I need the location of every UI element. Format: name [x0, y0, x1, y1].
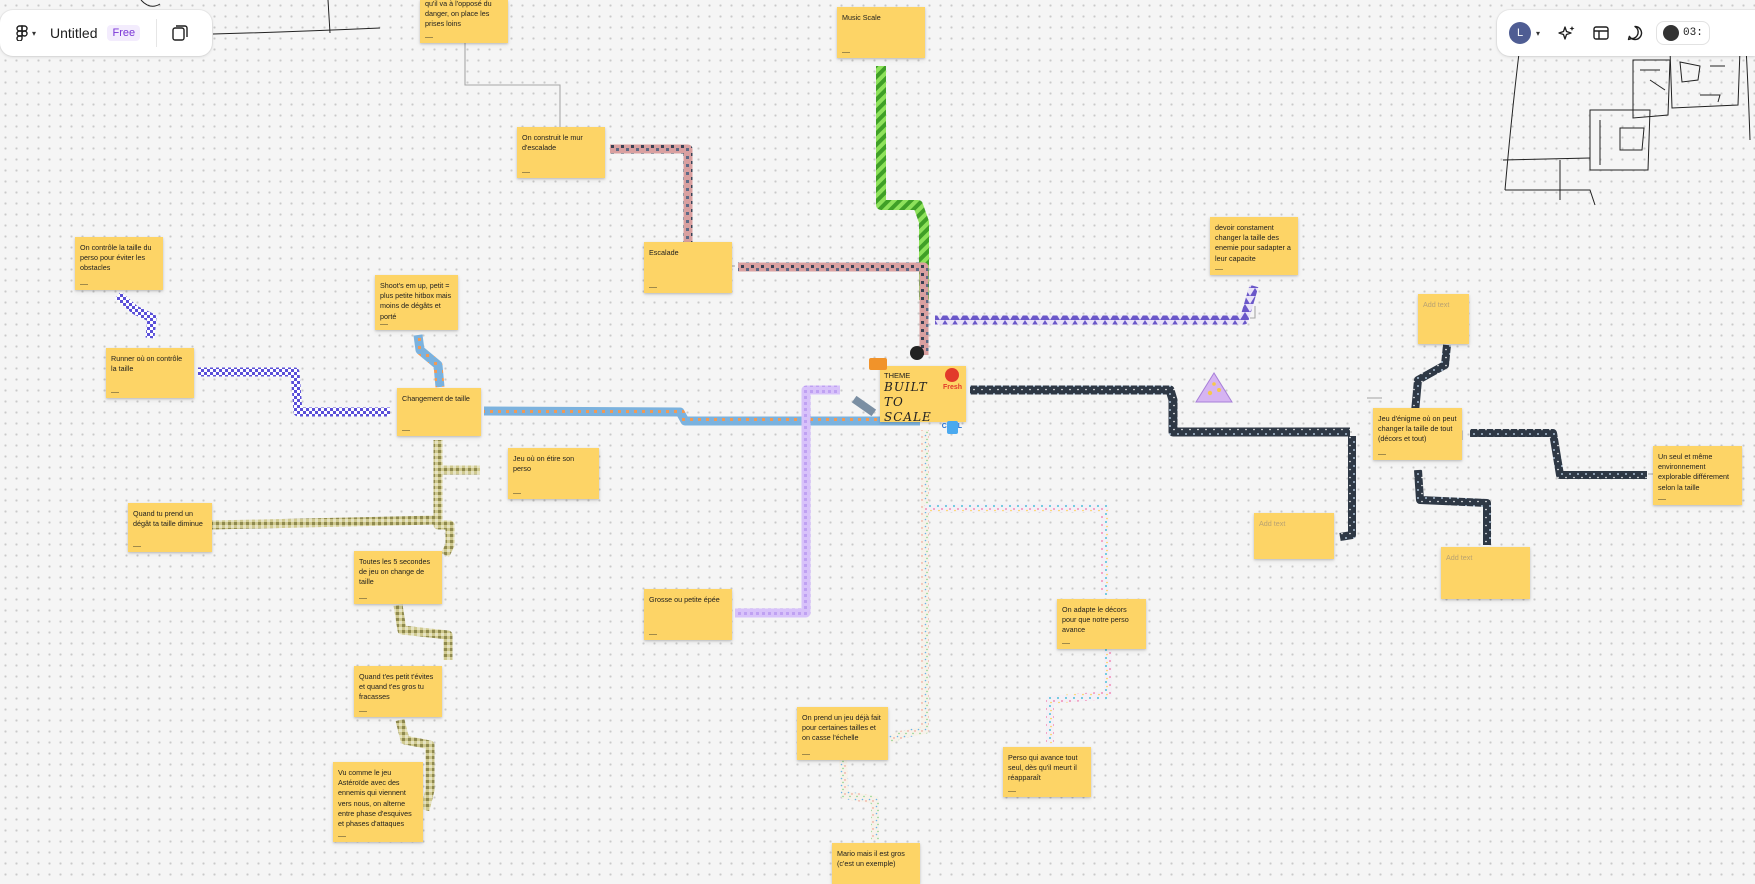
tape-olive-main: [211, 440, 480, 558]
pizza-sticker-icon: [1195, 372, 1233, 403]
tape-dark-up: [1411, 344, 1451, 413]
chevron-down-icon: ▾: [32, 28, 37, 38]
comment-icon: [1627, 25, 1643, 41]
sticky-note[interactable]: Toutes les 5 secondes de jeu on change d…: [354, 551, 442, 604]
cup-sticker-icon: [947, 421, 958, 434]
sticky-note[interactable]: On prend un jeu déjà fait pour certaines…: [797, 707, 888, 760]
sticky-note[interactable]: Un seul et même environnement explorable…: [1653, 446, 1742, 505]
tape-confetti-right: [925, 504, 1112, 745]
tape-dark-right: [1470, 429, 1647, 479]
sticky-note[interactable]: Music Scale: [837, 7, 925, 58]
ai-button[interactable]: [1558, 24, 1576, 42]
tape-speckle-mario: [839, 759, 879, 840]
toolbar-divider: [156, 19, 158, 47]
sticky-note[interactable]: qu'il va à l'opposé du danger, on place …: [420, 0, 508, 43]
tape-green: [876, 66, 929, 300]
sticky-note[interactable]: Changement de taille: [397, 388, 481, 436]
sticky-note[interactable]: On contrôle la taille du perso pour évit…: [75, 237, 163, 290]
bird-sticker-icon: [910, 346, 924, 360]
sticky-note[interactable]: Jeu où on étire son perso: [508, 448, 599, 499]
sticky-note[interactable]: Jeu d'énigme où on peut changer la taill…: [1373, 408, 1462, 460]
collab-toolbar: L ▾ 03:: [1497, 10, 1755, 56]
tape-checker-mid: [198, 367, 390, 417]
tape-blue-shoot: [413, 334, 445, 388]
tape-speckle-down: [888, 430, 929, 744]
main-menu-button[interactable]: ▾: [16, 25, 36, 41]
file-toolbar: ▾ Untitled Free: [0, 10, 212, 56]
washi-tape-connectors: [115, 66, 1647, 840]
plan-badge[interactable]: Free: [107, 25, 141, 41]
account-menu-button[interactable]: L ▾: [1509, 22, 1540, 44]
chevron-down-icon: ▾: [1536, 28, 1541, 38]
sketch-drawing-left: [140, 0, 381, 35]
sticky-note[interactable]: On construit le mur d'escalade: [517, 127, 605, 178]
tape-brick-center: [738, 262, 929, 355]
timer-sticker-icon: [1663, 25, 1680, 41]
apple-sticker-icon: [945, 368, 959, 382]
tape-blue-center: [483, 406, 920, 426]
sticky-note[interactable]: On adapte le décors pour que notre perso…: [1057, 599, 1146, 649]
sketch-map-right: [1502, 29, 1751, 206]
sticky-note[interactable]: Runner où on contrôle la taille: [106, 348, 194, 398]
sticky-note[interactable]: Escalade: [644, 242, 732, 293]
pages-icon: [172, 25, 188, 41]
avatar: L: [1509, 22, 1531, 44]
session-timer-button[interactable]: 03:: [1656, 21, 1710, 45]
sticky-note[interactable]: Grosse ou petite épée: [644, 589, 732, 640]
theme-handwriting: BUILT TO SCALE: [884, 380, 932, 424]
sticky-note-empty[interactable]: Add text: [1441, 547, 1530, 599]
theme-label: THEME: [884, 371, 911, 380]
sticky-note-empty[interactable]: Add text: [1254, 513, 1334, 559]
tape-dark-down: [1339, 436, 1356, 541]
ai-sparkle-icon: [1558, 26, 1575, 40]
tape-checker-top: [115, 291, 157, 339]
file-title[interactable]: Untitled: [50, 25, 98, 41]
tape-dark-main: [970, 385, 1350, 437]
pages-button[interactable]: [171, 24, 189, 42]
sticky-note-empty[interactable]: Add text: [1418, 294, 1469, 344]
session-timer: 03:: [1683, 27, 1703, 39]
comment-button[interactable]: [1626, 24, 1644, 42]
layout-button[interactable]: [1592, 24, 1610, 42]
tape-dark-lower: [1414, 469, 1491, 545]
sticky-note[interactable]: Shoot's em up, petit = plus petite hitbo…: [375, 275, 458, 330]
sticky-note[interactable]: devoir constament changer la taille des …: [1210, 217, 1298, 275]
sticky-note[interactable]: Quand t'es petit t'évites et quand t'es …: [354, 666, 442, 717]
sticky-note[interactable]: Perso qui avance tout seul, dès qu'il me…: [1003, 747, 1091, 797]
sticker-fresh: Fresh: [942, 384, 962, 391]
figma-logo-icon: [16, 25, 28, 41]
tape-olive-lower: [393, 604, 453, 812]
tape-purple-sword: [735, 385, 840, 618]
sticky-note[interactable]: Vu comme le jeu Astéroïde avec des ennem…: [333, 762, 423, 842]
sticky-note[interactable]: Quand tu prend un dégât ta taille diminu…: [128, 503, 212, 552]
tape-violet: [935, 284, 1259, 325]
cake-sticker-icon: [869, 358, 887, 370]
layout-icon: [1593, 26, 1609, 40]
sticky-note[interactable]: Mario mais il est gros (c'est un exemple…: [832, 843, 920, 884]
tape-brick-escalade: [610, 144, 693, 242]
